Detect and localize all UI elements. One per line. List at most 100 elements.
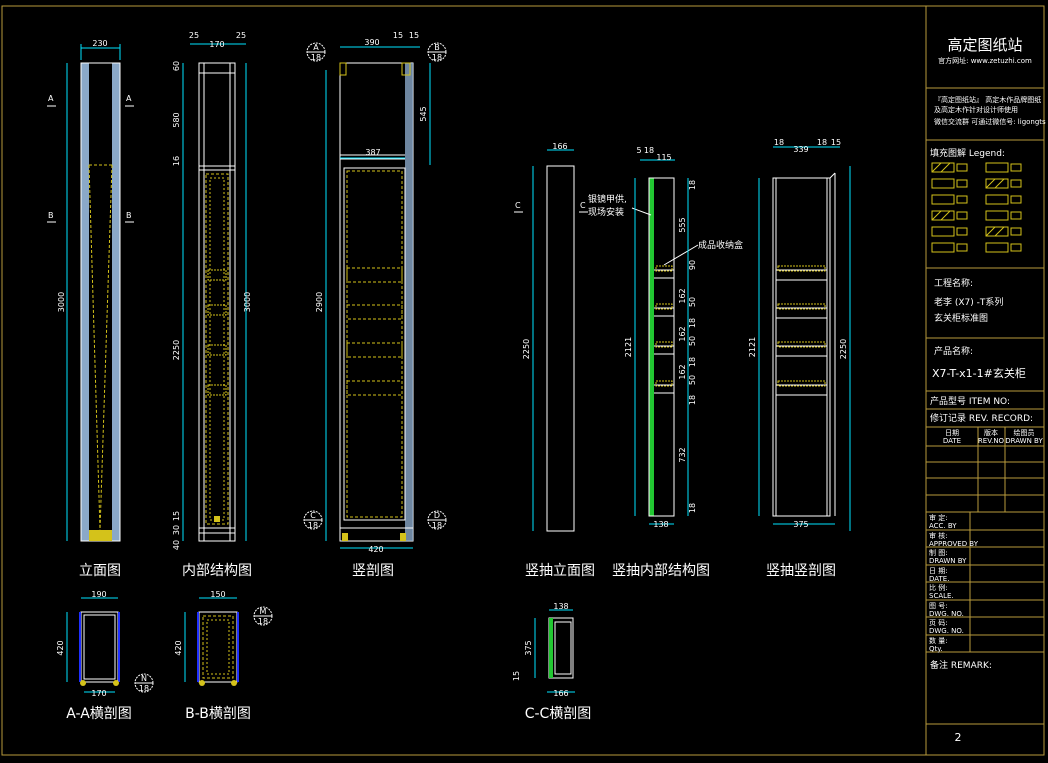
caption-drawer-section: 竖抽竖剖图: [766, 563, 836, 579]
sign-dwg-cn: 图 号:: [929, 602, 948, 610]
cc-top-dim: 138: [553, 602, 568, 611]
cc-bottom-dim: 166: [553, 689, 568, 698]
section-right-2-dim: 15: [409, 31, 419, 40]
revision-label: 修订记录 REV. RECORD:: [930, 412, 1033, 424]
cc-side-dim: 375: [524, 640, 533, 655]
project-label: 工程名称:: [934, 277, 973, 289]
drawer-section-view: 18 339 18 15 2121 2250 375 竖抽竖剖图: [748, 138, 851, 579]
internal-structure-view: 25 170 25 60 580 16 2250 15 30 40 3000 内…: [172, 31, 252, 579]
drawer-section-b-dim: 339: [793, 145, 808, 154]
internal-side-left-dim: 25: [189, 31, 199, 40]
product-name: X7-T-x1-1#玄关柜: [932, 366, 1026, 380]
elevation-view: 230 3000 A A B B 立面图: [47, 39, 134, 579]
drawer-internal-v4-dim: 162: [678, 288, 687, 303]
rev-col-drawn-cn: 绘图员: [1014, 428, 1035, 437]
legend-label: 填充图解 Legend:: [930, 147, 1005, 159]
title-block: 高定图纸站 官方网址: www.zetuzhi.com 『高定图纸站』 高定木作…: [925, 5, 1046, 756]
sign-scale-en: SCALE.: [929, 592, 954, 600]
model-label: 产品型号 ITEM NO:: [930, 395, 1010, 407]
drawer-internal-a-dim: 5: [636, 146, 641, 155]
aa-marker-n: N: [141, 674, 147, 683]
sign-qty-en: Qty.: [929, 645, 943, 653]
sign-page-cn: 页 码:: [929, 619, 948, 627]
section-inner-dim: 387: [365, 148, 380, 157]
drawer-internal-v13-dim: 732: [678, 447, 687, 462]
bb-side-dim: 420: [174, 640, 183, 655]
drawer-internal-v14-dim: 18: [688, 503, 697, 513]
section-bottom-dim: 420: [368, 545, 383, 554]
brand-desc-2: 及高定木作针对设计师使用: [934, 105, 1018, 114]
section-marker-d: D: [434, 511, 440, 520]
aa-section-view: 190 420 170 N 18 A-A横剖图: [56, 590, 154, 722]
drawer-internal-c-dim: 115: [656, 153, 671, 162]
sign-dwg-en: DWG. NO.: [929, 610, 964, 618]
drawer-section-d-dim: 15: [831, 138, 841, 147]
internal-gap-dim: 16: [172, 156, 181, 166]
sign-approved-cn: 审 核:: [929, 531, 948, 540]
cc-left-dim: 15: [512, 671, 521, 681]
section-width-dim: 390: [364, 38, 379, 47]
bb-section-view: 150 420 M 18 B-B横剖图: [174, 590, 273, 722]
brand-website: 官方网址: www.zetuzhi.com: [938, 56, 1032, 65]
section-marker-b-ref: 18: [432, 53, 442, 62]
internal-middle-dim: 170: [209, 40, 224, 49]
rev-col-no-cn: 版本: [984, 428, 998, 437]
note-mirror-line-1: 银镜甲供,: [588, 193, 627, 205]
caption-bb: B-B横剖图: [185, 706, 251, 722]
drawer-section-c-dim: 18: [817, 138, 827, 147]
note-mirror-line-2: 现场安装: [588, 206, 624, 218]
caption-elevation: 立面图: [79, 563, 121, 579]
note-storage-box: 成品收纳盒: [698, 239, 743, 251]
rev-col-drawn-en: DRAWN BY: [1005, 437, 1043, 445]
sheet-border: [1, 5, 1045, 756]
caption-aa: A-A横剖图: [66, 706, 132, 722]
internal-upper-dim: 580: [172, 112, 181, 127]
caption-drawer-internal: 竖抽内部结构图: [612, 563, 710, 579]
section-right-1-dim: 15: [393, 31, 403, 40]
section-marker-a: A: [313, 43, 319, 52]
internal-bottom-3-dim: 40: [172, 540, 181, 550]
drawer-internal-v1-dim: 18: [688, 180, 697, 190]
bb-top-dim: 150: [210, 590, 225, 599]
section-mark-a-right: A: [126, 94, 132, 103]
drawer-internal-v5-dim: 50: [688, 297, 697, 307]
caption-section: 竖剖图: [352, 563, 394, 579]
aa-side-dim: 420: [56, 640, 65, 655]
project-line-1: 老李 (X7) -T系列: [934, 296, 1003, 308]
drawer-section-height-2-dim: 2250: [839, 339, 848, 359]
cc-section-view: 138 375 15 166 C-C横剖图: [512, 602, 591, 722]
section-mark-a-left: A: [48, 94, 54, 103]
sign-date-cn: 日 期:: [929, 567, 948, 575]
internal-bottom-1-dim: 15: [172, 511, 181, 521]
section-mark-b-left: B: [48, 211, 54, 220]
internal-top-dim: 60: [172, 61, 181, 71]
sign-approved-en: APPROVED BY: [929, 540, 979, 548]
remark-label: 备注 REMARK:: [930, 659, 992, 671]
drawer-elevation-width-dim: 166: [552, 142, 567, 151]
legend-swatches: [931, 162, 1022, 253]
aa-top-dim: 190: [91, 590, 106, 599]
bb-marker-m: M: [260, 607, 267, 616]
sign-qty-cn: 数 量:: [929, 636, 948, 645]
drawer-internal-v3-dim: 90: [688, 260, 697, 270]
aa-marker-n-ref: 18: [139, 684, 149, 693]
caption-cc: C-C横剖图: [525, 706, 592, 722]
section-marker-d-ref: 18: [432, 521, 442, 530]
sign-scale-cn: 比 例:: [929, 583, 948, 592]
drawer-mark-c-right: C: [580, 201, 586, 210]
section-view: 390 15 15 A 18 B 18 C 18 D 18 2900 545 3…: [303, 31, 447, 579]
brand-desc-3: 微信交流群 可通过微信号: ligongts: [934, 117, 1046, 126]
drawer-internal-bottom-dim: 138: [653, 520, 668, 529]
page-number: 2: [955, 731, 962, 744]
drawer-internal-view: 5 18 115 银镜甲供, 现场安装 成品收纳盒 2121 18 555 90…: [588, 146, 743, 579]
sign-drawn-cn: 制 图:: [929, 548, 948, 557]
drawer-internal-height-dim: 2121: [624, 337, 633, 357]
section-marker-b: B: [434, 43, 440, 52]
rev-col-date-en: DATE: [943, 437, 961, 445]
caption-internal: 内部结构图: [182, 563, 252, 579]
internal-total-dim: 3000: [243, 292, 252, 312]
drawer-internal-v11-dim: 50: [688, 375, 697, 385]
drawer-internal-v12-dim: 18: [688, 395, 697, 405]
project-line-2: 玄关柜标准图: [934, 312, 988, 324]
sign-acc-en: ACC. BY: [929, 522, 957, 530]
